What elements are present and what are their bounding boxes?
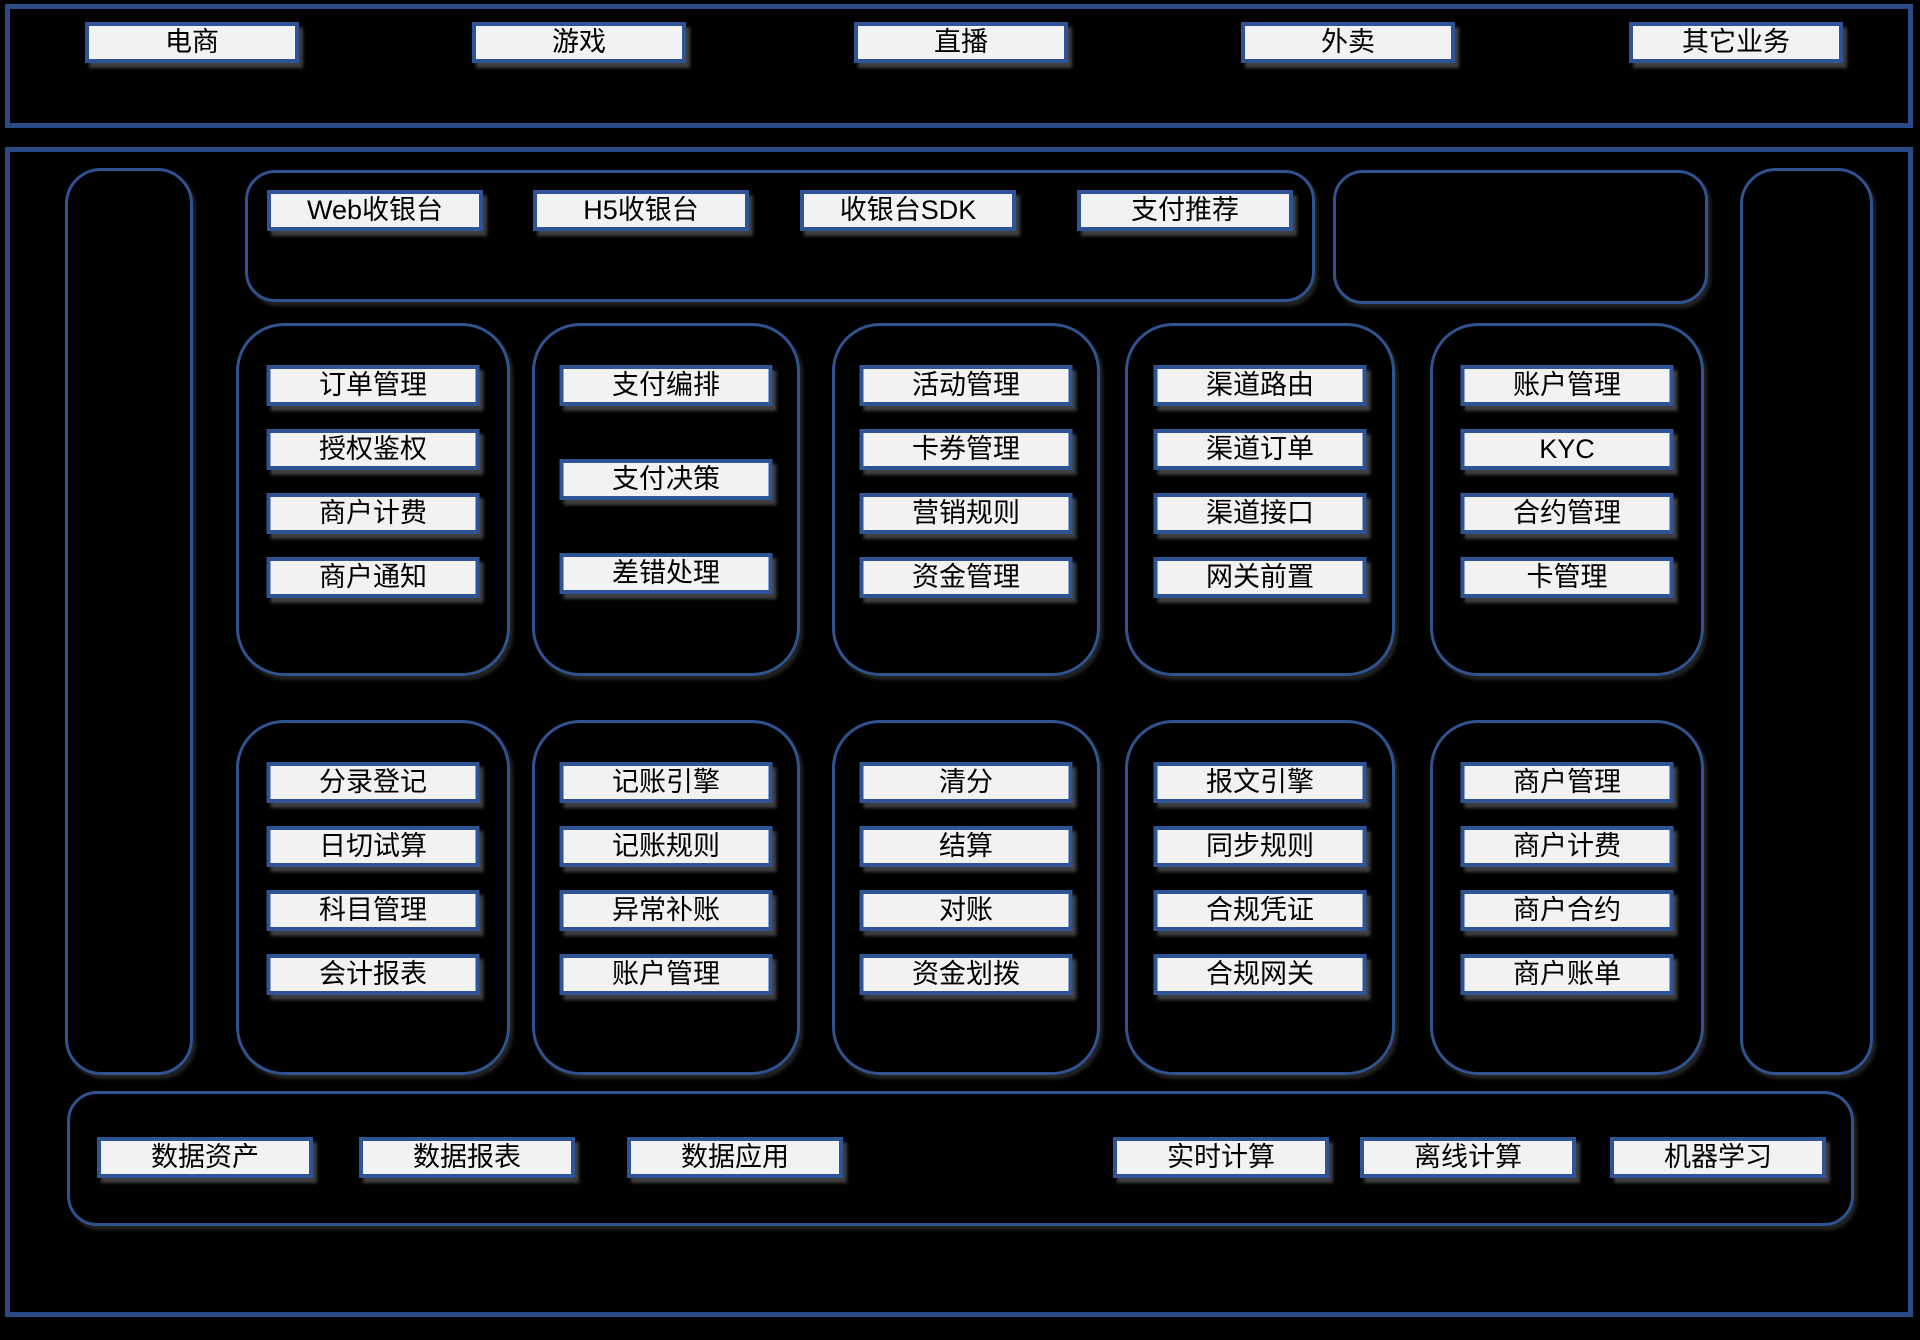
- checkout-chip: 支付推荐: [1077, 190, 1293, 231]
- data-chip: 实时计算: [1113, 1137, 1329, 1178]
- business-layer-frame: [5, 4, 1913, 128]
- capability-group: 订单管理 授权鉴权 商户计费 商户通知: [236, 323, 510, 676]
- capability-chip: 卡券管理: [859, 429, 1073, 470]
- business-chip: 外卖: [1241, 22, 1455, 63]
- capability-chip: 日切试算: [266, 826, 480, 867]
- capability-chip: 渠道路由: [1153, 365, 1367, 406]
- business-chip: 电商: [85, 22, 299, 63]
- capability-chip: 渠道订单: [1153, 429, 1367, 470]
- capability-chip: 合规网关: [1153, 954, 1367, 995]
- capability-chip: 异常补账: [559, 890, 773, 931]
- data-chip: 机器学习: [1610, 1137, 1826, 1178]
- capability-chip: 商户计费: [266, 493, 480, 534]
- capability-group: 记账引擎 记账规则 异常补账 账户管理: [532, 720, 800, 1075]
- capability-chip: 资金划拨: [859, 954, 1073, 995]
- capability-chip: 结算: [859, 826, 1073, 867]
- checkout-chip: H5收银台: [533, 190, 749, 231]
- data-chip: 数据应用: [627, 1137, 843, 1178]
- business-chip: 直播: [854, 22, 1068, 63]
- capability-chip: 合规凭证: [1153, 890, 1367, 931]
- capability-group: 清分 结算 对账 资金划拨: [832, 720, 1100, 1075]
- capability-chip: 对账: [859, 890, 1073, 931]
- capability-group: 分录登记 日切试算 科目管理 会计报表: [236, 720, 510, 1075]
- capability-group: 账户管理 KYC 合约管理 卡管理: [1430, 323, 1704, 676]
- data-section: [67, 1091, 1854, 1226]
- capability-chip: 商户账单: [1460, 954, 1674, 995]
- capability-chip: 授权鉴权: [266, 429, 480, 470]
- capability-chip: 科目管理: [266, 890, 480, 931]
- capability-chip: KYC: [1460, 429, 1674, 470]
- capability-group: 支付编排 支付决策 差错处理: [532, 323, 800, 676]
- checkout-chip: Web收银台: [267, 190, 483, 231]
- capability-chip: 商户合约: [1460, 890, 1674, 931]
- capability-group: 商户管理 商户计费 商户合约 商户账单: [1430, 720, 1704, 1075]
- checkout-section: [245, 170, 1315, 302]
- capability-chip: 记账规则: [559, 826, 773, 867]
- right-rail: [1740, 168, 1873, 1075]
- capability-chip: 商户管理: [1460, 762, 1674, 803]
- capability-chip: 卡管理: [1460, 557, 1674, 598]
- capability-group: 活动管理 卡券管理 营销规则 资金管理: [832, 323, 1100, 676]
- capability-chip: 合约管理: [1460, 493, 1674, 534]
- capability-chip: 差错处理: [559, 553, 773, 594]
- capability-chip: 同步规则: [1153, 826, 1367, 867]
- capability-chip: 记账引擎: [559, 762, 773, 803]
- platform-frame: [5, 147, 1913, 1317]
- capability-chip: 订单管理: [266, 365, 480, 406]
- data-chip: 数据报表: [359, 1137, 575, 1178]
- capability-chip: 分录登记: [266, 762, 480, 803]
- capability-chip: 活动管理: [859, 365, 1073, 406]
- capability-chip: 账户管理: [1460, 365, 1674, 406]
- capability-chip: 报文引擎: [1153, 762, 1367, 803]
- checkout-chip: 收银台SDK: [800, 190, 1016, 231]
- business-chip: 其它业务: [1629, 22, 1843, 63]
- capability-chip: 营销规则: [859, 493, 1073, 534]
- capability-chip: 支付决策: [559, 459, 773, 500]
- capability-chip: 支付编排: [559, 365, 773, 406]
- capability-chip: 资金管理: [859, 557, 1073, 598]
- capability-chip: 清分: [859, 762, 1073, 803]
- reserved-section: [1333, 170, 1708, 304]
- capability-chip: 商户通知: [266, 557, 480, 598]
- data-chip: 数据资产: [97, 1137, 313, 1178]
- capability-chip: 商户计费: [1460, 826, 1674, 867]
- capability-group: 渠道路由 渠道订单 渠道接口 网关前置: [1125, 323, 1395, 676]
- left-rail: [65, 168, 193, 1075]
- capability-chip: 会计报表: [266, 954, 480, 995]
- capability-chip: 网关前置: [1153, 557, 1367, 598]
- business-chip: 游戏: [472, 22, 686, 63]
- capability-group: 报文引擎 同步规则 合规凭证 合规网关: [1125, 720, 1395, 1075]
- capability-chip: 账户管理: [559, 954, 773, 995]
- capability-chip: 渠道接口: [1153, 493, 1367, 534]
- data-chip: 离线计算: [1360, 1137, 1576, 1178]
